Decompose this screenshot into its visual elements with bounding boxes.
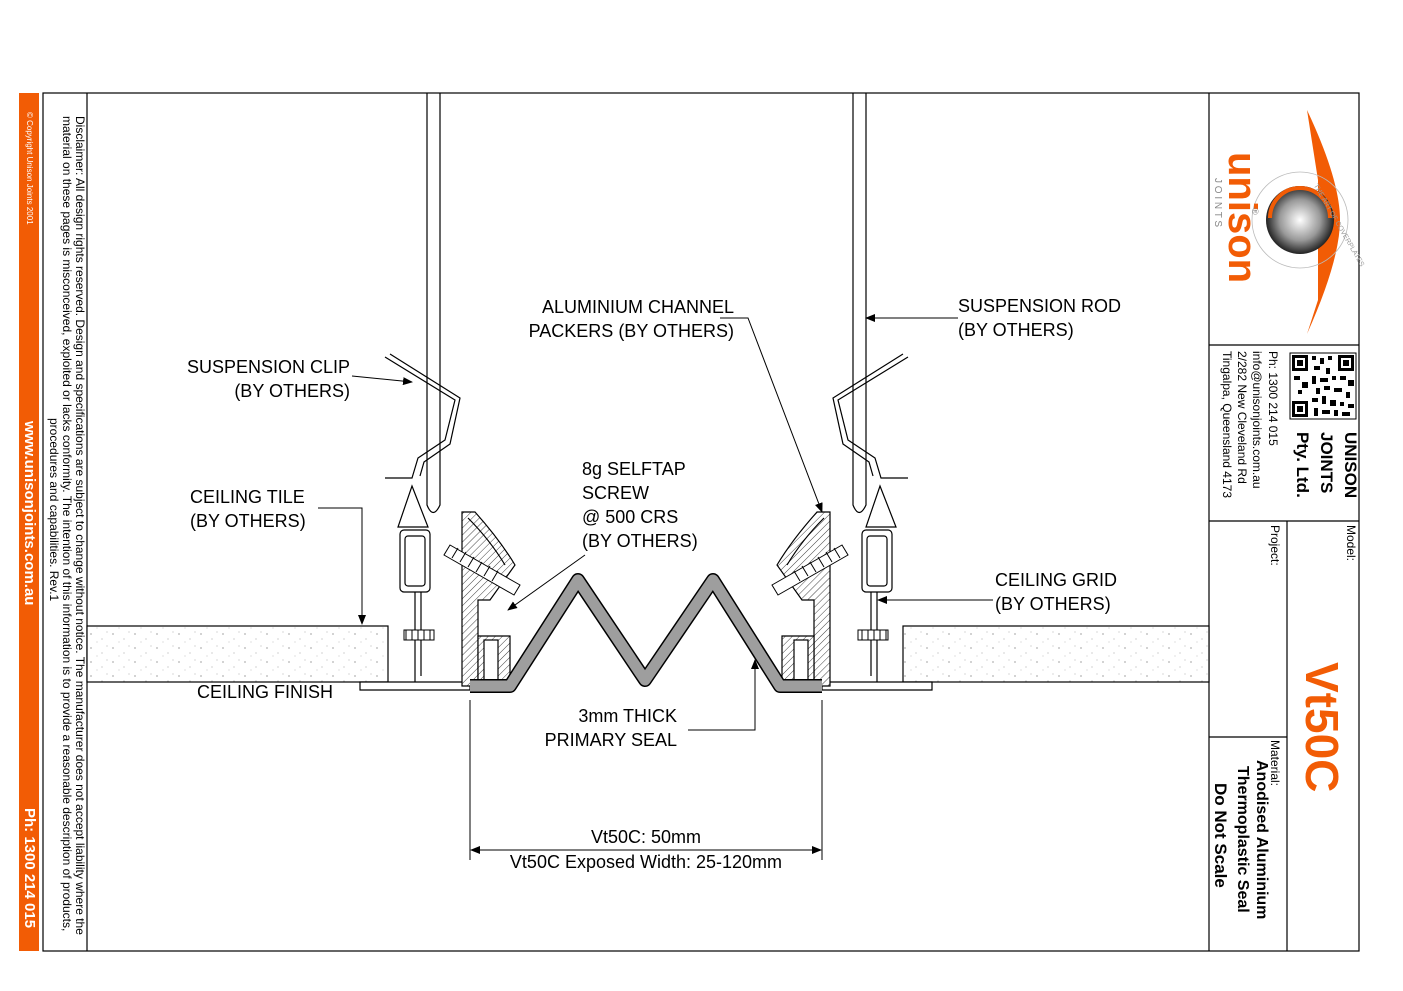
frame: [42, 92, 1360, 952]
dimension-exposed-label: Vt50C Exposed Width: 25-120mm: [509, 852, 783, 872]
company-name-line3: Pty. Ltd.: [1293, 432, 1312, 498]
contact-address-line2: Tingalpa, Queensland 4173: [1220, 351, 1234, 498]
material-line2: Thermoplastic Seal: [1234, 766, 1251, 913]
aluminium-extrusion-right: [776, 511, 831, 687]
material-line1: Anodised Aluminium: [1253, 760, 1270, 920]
unison-logo-mark: [1251, 110, 1349, 334]
material-label: Material:: [1268, 740, 1282, 787]
disclaimer-line3: procedures and capabilities. Rev.1: [47, 418, 61, 602]
brand-subtitle: J O I N T S: [1212, 178, 1223, 228]
project-label: Project:: [1268, 525, 1282, 566]
contact-phone: Ph: 1300 214 015: [1266, 351, 1280, 446]
ceiling-tile-label: CEILING TILE(BY OTHERS): [190, 487, 306, 531]
company-name-line2: JOINTS: [1317, 432, 1336, 494]
suspension-rod-label: SUSPENSION ROD(BY OTHERS): [958, 296, 1122, 340]
disclaimer-line2: material on these pages is misconceived,…: [60, 116, 74, 932]
selftap-screws: [443, 544, 849, 596]
ceiling-finish-label: CEILING FINISH: [197, 682, 334, 702]
company-name-line1: UNISON: [1341, 432, 1360, 499]
dimension-width-label: Vt50C: 50mm: [590, 827, 702, 847]
model-label: Model:: [1344, 525, 1358, 562]
registered-mark: ®: [1250, 208, 1260, 215]
suspension-clips: [384, 353, 909, 479]
leader-lines: [318, 314, 993, 731]
ceiling-tiles: [86, 625, 1210, 683]
aluminium-extrusion-left: [461, 511, 516, 687]
brand-stripe: [19, 93, 39, 951]
disclaimer-line1: Disclaimer: All design rights reserved. …: [73, 116, 87, 935]
suspension-clip-label: SUSPENSION CLIP(BY OTHERS): [186, 357, 350, 401]
brand-wordmark: unison: [1220, 152, 1264, 284]
tile-screws: [403, 629, 889, 641]
qr-code: [1289, 352, 1357, 420]
contact-address-line1: 2/282 New Cleveland Rd: [1235, 351, 1249, 484]
sidebar-phone: Ph: 1300 214 015: [21, 808, 38, 929]
primary-seal: [470, 573, 822, 693]
do-not-scale-note: Do Not Scale: [1211, 783, 1230, 888]
dimension-line: [469, 700, 823, 860]
website-link[interactable]: www.unisonjoints.com.au: [21, 421, 38, 606]
model-number: Vt50C: [1296, 662, 1348, 793]
contact-email[interactable]: info@unisonjoints.com.au: [1250, 351, 1264, 489]
suspension-rods: [426, 93, 867, 514]
copyright-text: © Copyright Unison Joints 2001: [25, 112, 34, 225]
ceiling-grid-label: CEILING GRID(BY OTHERS): [995, 570, 1118, 614]
